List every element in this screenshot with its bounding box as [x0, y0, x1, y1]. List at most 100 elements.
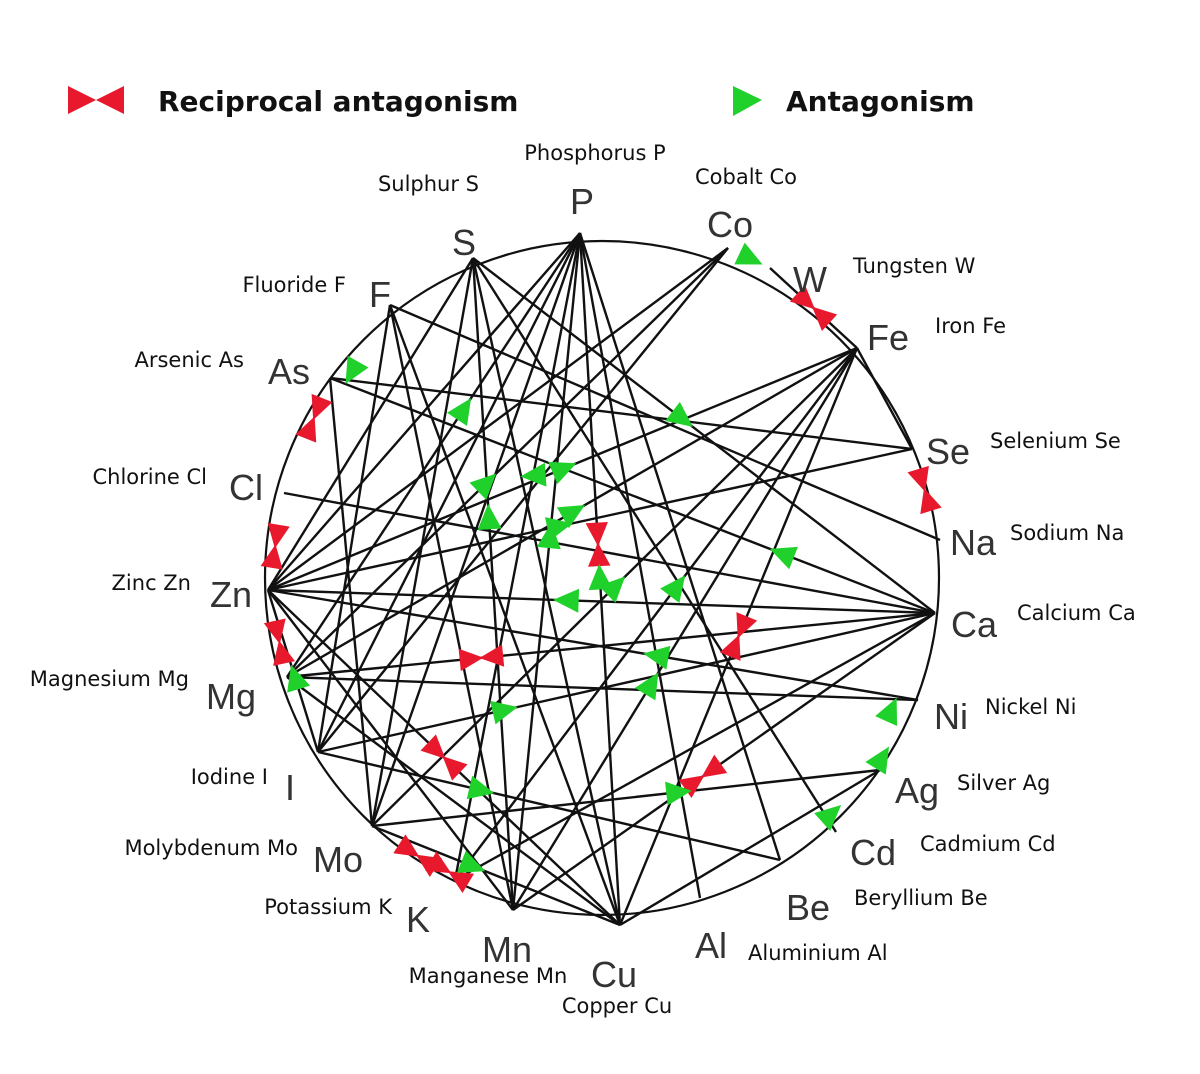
connection-lines — [266, 232, 941, 927]
antagonism-marker-s-ca — [665, 401, 693, 427]
connection-line-ca-cl — [283, 491, 936, 615]
connection-line-s-cd — [471, 257, 838, 833]
connection-line-p-mg — [285, 232, 582, 678]
connection-line-zn-ca — [267, 588, 936, 615]
element-symbol-cu: Cu — [591, 954, 637, 995]
element-symbol-cl: Cl — [229, 467, 263, 508]
element-name-f: Fluoride F — [242, 273, 346, 297]
element-name-ag: Silver Ag — [957, 771, 1050, 795]
antagonism-marker-mg-co — [469, 473, 497, 500]
antagonism-marker-i-ca — [490, 700, 518, 725]
element-symbol-i: I — [285, 767, 295, 808]
connection-line-p-k — [453, 232, 582, 881]
element-name-cd: Cadmium Cd — [920, 832, 1056, 856]
element-symbol-se: Se — [926, 431, 970, 472]
antagonism-marker-cd-ni — [865, 746, 890, 775]
connection-line-ca-mn — [512, 612, 936, 911]
element-symbol-mg: Mg — [206, 676, 256, 717]
reciprocal-antagonism-marker-p-cu — [585, 521, 611, 567]
antagonism-marker-cd-ca — [875, 697, 898, 727]
connection-line-f-mn — [388, 304, 515, 911]
connection-line-mo-cu — [371, 824, 621, 927]
element-symbol-cd: Cd — [850, 832, 896, 873]
element-symbol-be: Be — [786, 887, 830, 928]
antagonism-marker-be-ag — [814, 804, 842, 831]
element-name-k: Potassium K — [264, 895, 393, 919]
element-name-w: Tungsten W — [852, 254, 976, 278]
element-symbol-mo: Mo — [313, 839, 363, 880]
reciprocal-antagonism-marker-mo-mn — [425, 851, 475, 893]
reciprocal-antagonism-marker-se-na — [907, 465, 942, 515]
connection-line-mo-ag — [371, 768, 881, 828]
connection-line-mg-ni — [286, 675, 919, 702]
element-name-i: Iodine I — [191, 765, 268, 789]
antagonism-marker-ca-as — [769, 546, 798, 570]
antagonism-marker-mo-cu — [456, 850, 486, 873]
element-symbol-ag: Ag — [895, 770, 939, 811]
connection-line-mg-co — [286, 247, 729, 678]
antagonism-marker-ca-zn — [553, 588, 580, 613]
legend-reciprocal-label: Reciprocal antagonism — [158, 85, 518, 118]
connection-line-zn-co — [267, 247, 729, 591]
connection-line-fe-k — [454, 347, 858, 881]
wheel-circle — [263, 239, 941, 917]
element-symbol-as: As — [268, 351, 310, 392]
element-symbol-f: F — [369, 274, 391, 315]
reciprocal-antagonism-marker-as-cl — [295, 393, 333, 443]
antagonism-marker-mg-p — [447, 398, 472, 426]
connection-line-f-na — [389, 303, 941, 542]
antagonism-marker-ni-zn — [643, 645, 671, 670]
antagonism-marker-zn-se — [544, 517, 573, 541]
connection-line-p-mn — [511, 232, 582, 911]
element-symbol-p: P — [570, 181, 594, 222]
antagonism-marker-zn-fe — [548, 461, 577, 485]
element-name-mo: Molybdenum Mo — [124, 836, 298, 860]
element-symbol-fe: Fe — [867, 317, 909, 358]
connection-line-i-co — [317, 247, 729, 753]
reciprocal-antagonism-marker-w-fe — [789, 284, 838, 332]
antagonism-marker-mn-p — [536, 522, 561, 550]
reciprocal-antagonism-marker-zn-cu — [420, 734, 468, 781]
connection-line-as-se — [329, 376, 913, 451]
element-name-mg: Magnesium Mg — [30, 667, 189, 691]
connection-line-fe-se — [855, 347, 914, 450]
element-name-fe: Iron Fe — [935, 314, 1006, 338]
antagonism-marker-mg-fe — [556, 505, 585, 529]
antagonism-marker-se-cl — [520, 462, 547, 487]
element-name-s: Sulphur S — [378, 172, 479, 196]
connection-line-mg-cu — [286, 676, 621, 926]
antagonism-marker-mn-s — [477, 503, 502, 531]
legend-reciprocal-icon — [68, 86, 124, 114]
element-name-cu: Copper Cu — [562, 994, 672, 1018]
element-name-zn: Zinc Zn — [112, 571, 191, 595]
reciprocal-antagonism-marker-mn-ca — [678, 754, 728, 799]
connection-line-s-cu — [471, 257, 622, 926]
element-symbol-s: S — [452, 222, 476, 263]
connection-line-zn-se — [267, 447, 913, 592]
connection-line-f-cu — [388, 304, 622, 926]
legend-antagonism-label: Antagonism — [786, 85, 975, 118]
antagonism-marker-co-w — [734, 242, 763, 265]
legend-antagonism-icon — [733, 86, 762, 116]
element-name-al: Aluminium Al — [748, 941, 888, 965]
element-symbol-k: K — [406, 899, 430, 940]
antagonism-marker-f-cl — [345, 355, 369, 384]
connection-line-as-ca — [329, 376, 936, 615]
connection-line-p-zn — [267, 232, 581, 591]
element-name-cl: Chlorine Cl — [92, 465, 207, 489]
connection-line-ca-i — [317, 611, 936, 754]
connection-line-ca-mg — [286, 611, 936, 679]
connection-line-p-be — [578, 232, 782, 861]
antagonism-marker-cu-p — [588, 564, 613, 591]
connection-line-zn-mn — [267, 589, 514, 911]
connection-line-ca-k — [454, 611, 936, 882]
connection-line-s-mo — [370, 257, 475, 827]
element-name-ca: Calcium Ca — [1017, 601, 1136, 625]
element-symbol-ni: Ni — [934, 696, 968, 737]
antagonism-marker-i-zn — [287, 664, 311, 693]
antagonism-marker-mn-fe — [634, 672, 659, 701]
connection-line-as-mo — [328, 377, 374, 827]
element-symbol-na: Na — [950, 522, 997, 563]
antagonism-marker-i-be — [466, 775, 495, 800]
